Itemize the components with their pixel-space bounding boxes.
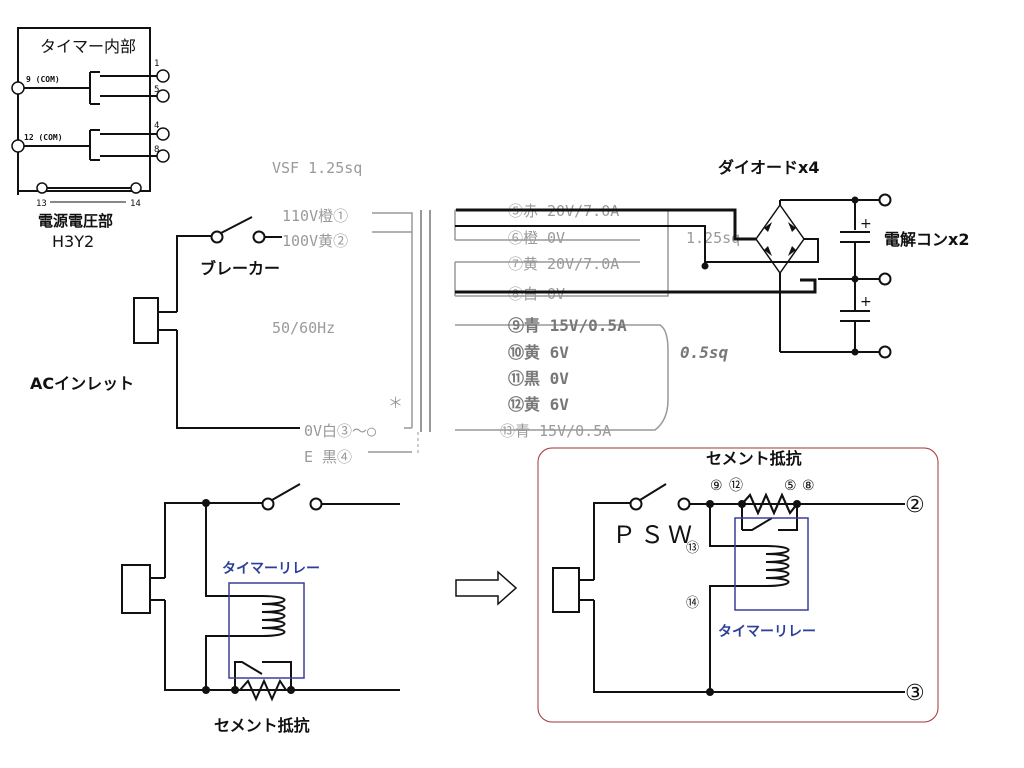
ac-inlet-block	[121, 564, 151, 614]
breaker-contact	[252, 230, 266, 244]
switch-contact	[677, 497, 691, 511]
cement-resistor-label: セメント抵抗	[214, 716, 310, 735]
plus-mark-2: +	[860, 294, 872, 310]
primary-100v: 100V黄②	[282, 232, 348, 250]
diode-label: ダイオードx4	[718, 158, 819, 177]
timer-relay-box	[228, 582, 305, 679]
pin-14-label: 14	[130, 199, 141, 209]
terminal	[156, 69, 170, 83]
secondary-12: ⑫黄 6V	[508, 395, 569, 414]
pin-8-marker: ⑧	[802, 478, 815, 494]
com-label-2: 12 (COM)	[24, 133, 63, 142]
wire-spec-label: VSF 1.25sq	[272, 159, 362, 177]
switch-contact	[629, 497, 643, 511]
ac-inlet-block	[552, 567, 580, 613]
secondary-13: ⑬青 15V/0.5A	[500, 422, 611, 440]
rectifier: ダイオードx4 電解コンx2 + +	[455, 158, 969, 359]
switch-contact	[261, 497, 275, 511]
secondary-6: ⑥橙 0V	[508, 229, 565, 247]
pin-5-marker: ⑤	[784, 478, 797, 494]
output-terminal	[878, 345, 892, 359]
breaker-contact	[210, 230, 224, 244]
relay-circuit-left: タイマーリレー セメント抵抗	[121, 483, 400, 735]
timer-relay-label-right: タイマーリレー	[718, 624, 816, 640]
pin-1-label: 1	[154, 59, 159, 69]
cement-resistor-label-right: セメント抵抗	[706, 449, 802, 468]
timer-internal-box: タイマー内部 9 (COM) 12 (COM) 1 5 4 8 13 14 電源…	[11, 27, 170, 251]
secondary-8: ⑧白 0V	[508, 285, 565, 303]
timer-relay-box	[734, 517, 809, 611]
wire-size-05: 0.5sq	[680, 343, 729, 362]
breaker-label: ブレーカー	[200, 259, 280, 278]
capacitor-label: 電解コンx2	[884, 230, 969, 249]
wire-size-125: 1.25sq	[686, 229, 740, 247]
output-terminal	[878, 272, 892, 286]
pin-8-label: 8	[154, 145, 159, 155]
arrow-icon	[455, 570, 518, 606]
secondary-7: ⑦黄 20V/7.0A	[508, 255, 619, 273]
pin-9-marker: ⑨	[710, 478, 723, 494]
pin-13-label: 13	[36, 199, 47, 209]
switch-contact	[309, 497, 323, 511]
primary-0v: 0V白③～○	[304, 422, 376, 440]
primary-110v: 110V橙①	[282, 207, 348, 225]
frequency-label: 50/60Hz	[272, 319, 335, 337]
pin-14-marker: ⑭	[686, 596, 699, 611]
psw-label: ＰＳＷ	[612, 521, 696, 549]
timer-internal-title: タイマー内部	[40, 37, 136, 56]
terminal	[156, 127, 170, 141]
output-terminal	[878, 193, 892, 207]
pin-12-marker: ⑫	[729, 478, 743, 494]
ac-inlet-block	[133, 297, 159, 344]
terminal	[11, 81, 25, 95]
terminal	[156, 89, 170, 103]
star-mark: ＊	[388, 394, 403, 412]
plus-mark-1: +	[860, 216, 872, 232]
secondary-9: ⑨青 15V/0.5A	[508, 316, 627, 335]
terminal	[156, 149, 170, 163]
breaker-circuit: ブレーカー ACインレット	[30, 216, 300, 429]
resistor-zigzag	[239, 678, 287, 702]
output-3-marker: ③	[905, 681, 925, 706]
relay-circuit-right: セメント抵抗 タイマーリレー ＰＳＷ ⑨ ⑫ ⑤ ⑧ ⑬ ⑭ ② ③	[537, 447, 939, 723]
secondary-10: ⑩黄 6V	[508, 343, 569, 362]
primary-earth: E 黒④	[304, 448, 352, 466]
ac-inlet-label: ACインレット	[30, 374, 134, 393]
terminal	[11, 139, 25, 153]
timer-model: H3Y2	[52, 232, 94, 251]
pin-13-marker: ⑬	[686, 541, 699, 556]
pin-5-label: 5	[154, 85, 159, 95]
red-rounded-frame	[537, 447, 939, 723]
output-2-marker: ②	[905, 493, 925, 518]
secondary-11: ⑪黒 0V	[508, 369, 569, 388]
pin-4-label: 4	[154, 121, 159, 131]
power-voltage-label: 電源電圧部	[38, 212, 113, 230]
com-label-1: 9 (COM)	[26, 75, 60, 84]
timer-relay-label: タイマーリレー	[222, 561, 320, 577]
transformer: VSF 1.25sq 110V橙① 100V黄② 50/60Hz ＊ 0V白③～…	[272, 159, 740, 466]
